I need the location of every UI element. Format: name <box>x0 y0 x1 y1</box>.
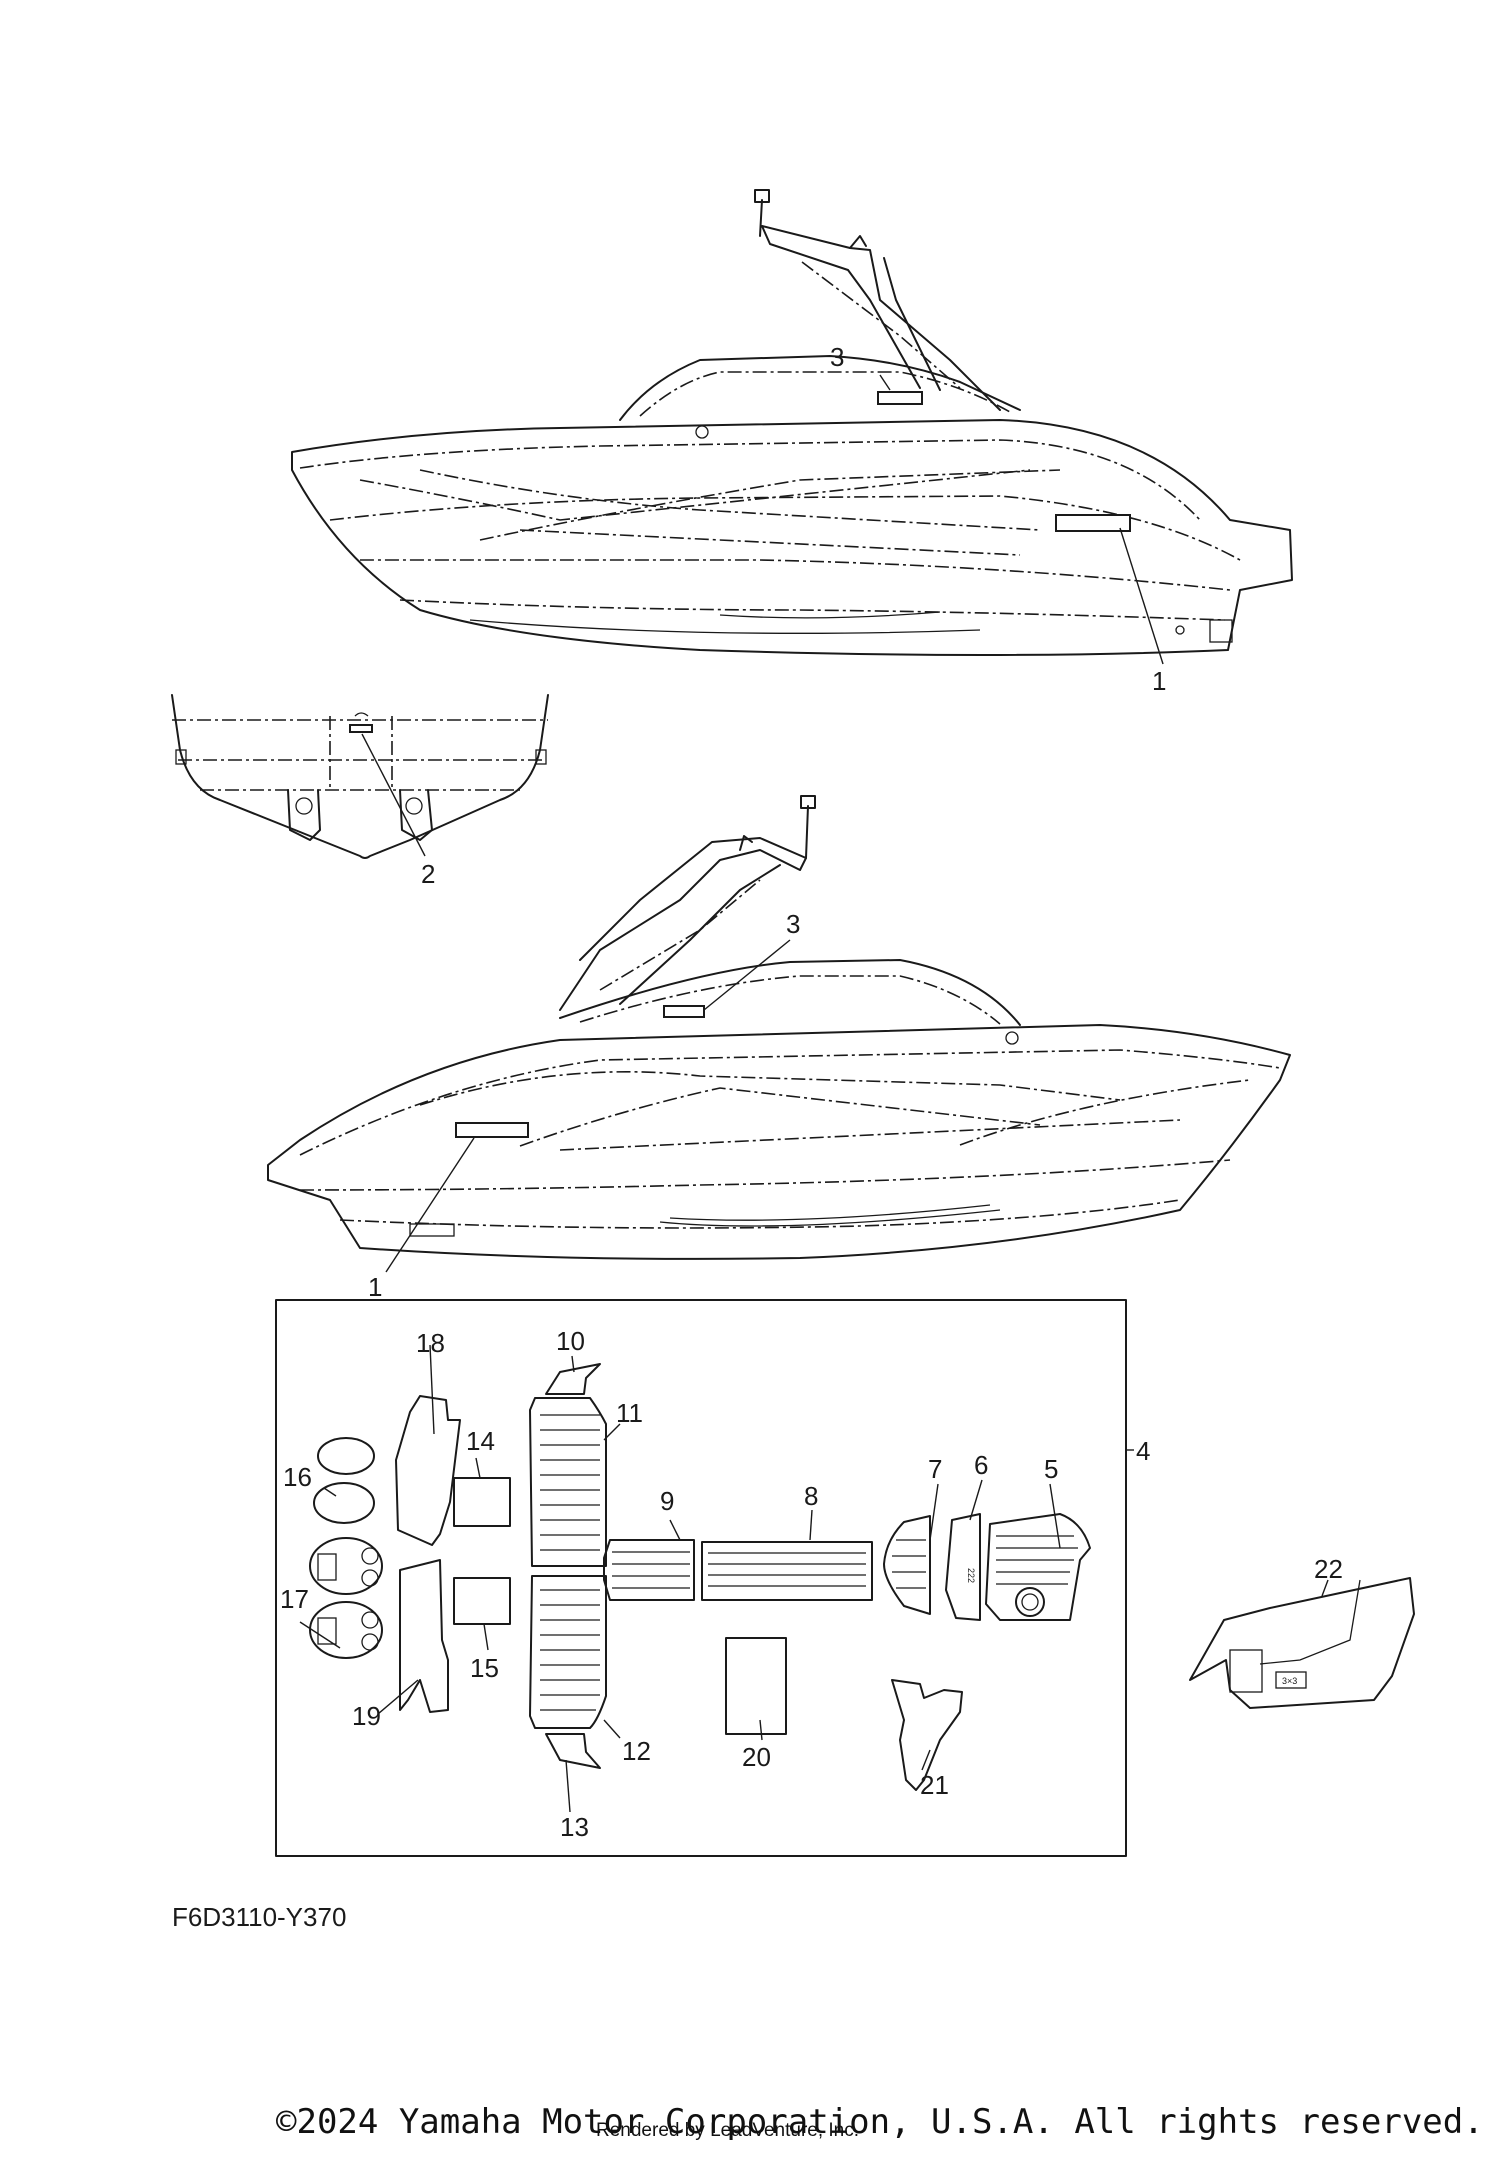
callout-22: 22 <box>1314 1554 1343 1584</box>
mat-9 <box>603 1539 695 1601</box>
callout-12: 12 <box>622 1736 651 1766</box>
mat-19 <box>399 1559 449 1713</box>
mat-20 <box>725 1637 787 1735</box>
mat-21 <box>891 1679 963 1791</box>
mat-14 <box>453 1477 511 1527</box>
callout-8: 8 <box>804 1481 818 1511</box>
mat-10 <box>545 1363 601 1395</box>
mat-12 <box>529 1575 607 1729</box>
callout-3-bottom: 3 <box>786 909 800 939</box>
mat-6: 222 <box>945 1513 981 1621</box>
mat-18 <box>395 1395 461 1546</box>
callout-11: 11 <box>616 1398 643 1428</box>
callout-3-top: 3 <box>830 342 844 372</box>
rendered-by-notice: Rendered by LeadVenture, Inc. <box>596 2120 860 2141</box>
mat-5 <box>985 1513 1091 1621</box>
callout-1-top: 1 <box>1152 666 1166 696</box>
mat-15 <box>453 1577 511 1625</box>
callout-2: 2 <box>421 859 435 889</box>
callout-20: 20 <box>742 1742 771 1772</box>
mat-8 <box>701 1541 873 1601</box>
svg-text:3×3: 3×3 <box>1282 1676 1297 1686</box>
boat-stern-view <box>171 694 549 859</box>
callout-6: 6 <box>974 1450 988 1480</box>
callout-14: 14 <box>466 1426 495 1456</box>
copyright-notice: ©2024 Yamaha Motor Corporation, U.S.A. A… <box>276 2102 1484 2142</box>
mat-17 <box>309 1537 383 1659</box>
callout-4: 4 <box>1136 1436 1150 1466</box>
callout-9: 9 <box>660 1486 674 1516</box>
mat-7 <box>883 1515 931 1615</box>
mat-kit-box <box>275 1299 1127 1857</box>
callout-17: 17 <box>280 1584 309 1614</box>
mat-22: 3×3 <box>1189 1577 1415 1709</box>
callout-21: 21 <box>920 1770 949 1800</box>
boat-side-view-bottom <box>267 795 1291 1260</box>
callout-10: 10 <box>556 1326 585 1356</box>
callout-15: 15 <box>470 1653 499 1683</box>
mat-16 <box>313 1437 375 1524</box>
callout-18: 18 <box>416 1328 445 1358</box>
mat-11 <box>529 1397 607 1567</box>
callout-5: 5 <box>1044 1454 1058 1484</box>
callout-19: 19 <box>352 1701 381 1731</box>
diagram-code: F6D3110-Y370 <box>172 1902 347 1932</box>
callout-1-bottom: 1 <box>368 1272 382 1302</box>
svg-text:222: 222 <box>966 1568 976 1583</box>
mat-13 <box>545 1733 601 1769</box>
callout-7: 7 <box>928 1454 942 1484</box>
callout-13: 13 <box>560 1812 589 1842</box>
boat-side-view-top <box>291 189 1293 656</box>
callout-16: 16 <box>283 1462 312 1492</box>
